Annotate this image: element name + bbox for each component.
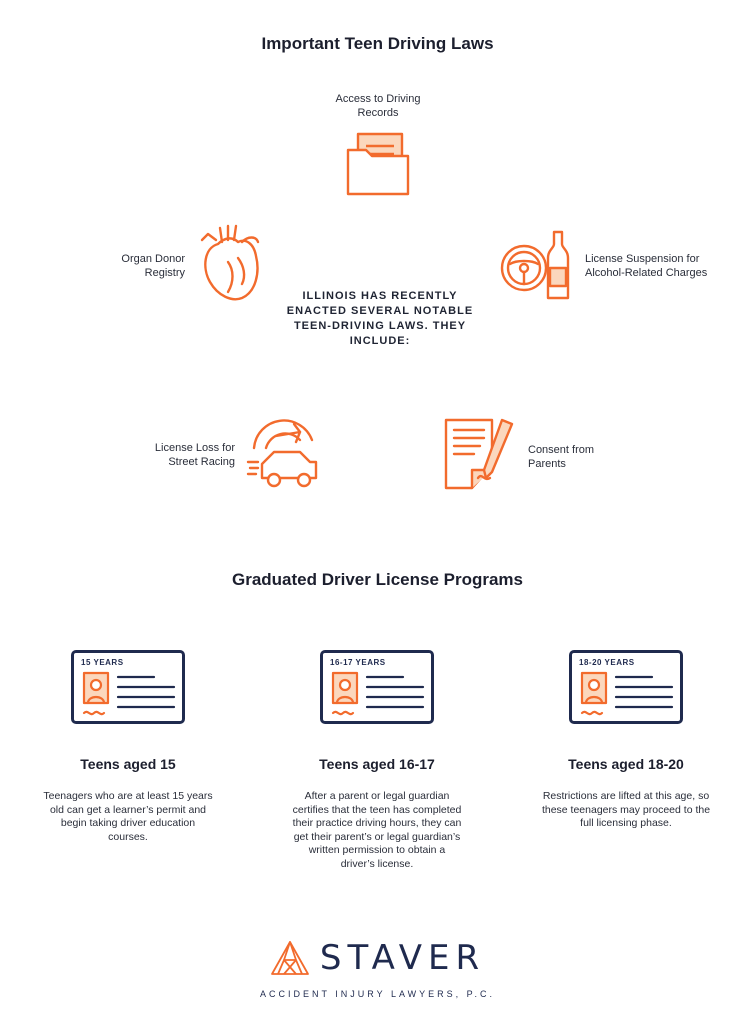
- card-title: Teens aged 16-17: [319, 756, 435, 772]
- racing-car-icon: [246, 414, 326, 490]
- law-label-parent-consent: Consent from Parents: [528, 444, 595, 470]
- laws-intro-text: ILLINOIS HAS RECENTLY ENACTED SEVERAL NO…: [286, 290, 474, 347]
- card-description: After a parent or legal guardian certifi…: [292, 790, 462, 870]
- portrait-icon: [82, 671, 176, 716]
- triangle-logo-icon: [271, 941, 309, 975]
- gdl-card-18-20: 18-20 YEARS Teens aged 18-20 Restriction…: [506, 650, 746, 831]
- portrait-icon: [331, 671, 425, 716]
- portrait-icon: [580, 671, 674, 716]
- document-pen-icon: [442, 416, 522, 492]
- folder-icon: [344, 130, 412, 198]
- license-card-icon: 18-20 YEARS: [569, 650, 683, 724]
- card-description: Teenagers who are at least 15 years old …: [43, 790, 213, 843]
- wheel-bottle-icon: [500, 228, 574, 300]
- card-description: Restrictions are lifted at this age, so …: [541, 790, 711, 829]
- brand-tagline: ACCIDENT INJURY LAWYERS, P.C.: [259, 989, 496, 999]
- gdl-card-15: 15 YEARS Teens aged 15 Teenagers who are…: [8, 650, 248, 844]
- law-label-organ-donor: Organ Donor Registry: [121, 253, 185, 279]
- law-label-driving-records: Access to Driving Records: [335, 93, 421, 119]
- section-title-gdl: Graduated Driver License Programs: [231, 570, 523, 589]
- law-label-alcohol-suspension: License Suspension for Alcohol-Related C…: [585, 253, 708, 279]
- age-badge: 15 YEARS: [81, 658, 124, 667]
- section-title-laws: Important Teen Driving Laws: [261, 34, 494, 53]
- card-title: Teens aged 18-20: [568, 756, 684, 772]
- brand-logo: STAVER ACCIDENT INJURY LAWYERS, P.C.: [0, 938, 755, 999]
- age-badge: 18-20 YEARS: [579, 658, 635, 667]
- license-card-icon: 15 YEARS: [71, 650, 185, 724]
- gdl-card-16-17: 16-17 YEARS Teens aged 16-17 After a par…: [257, 650, 497, 871]
- heart-icon: [198, 222, 264, 304]
- card-title: Teens aged 15: [80, 756, 176, 772]
- license-card-icon: 16-17 YEARS: [320, 650, 434, 724]
- age-badge: 16-17 YEARS: [330, 658, 386, 667]
- brand-name: STAVER: [319, 938, 486, 978]
- law-label-street-racing: License Loss for Street Racing: [154, 442, 235, 468]
